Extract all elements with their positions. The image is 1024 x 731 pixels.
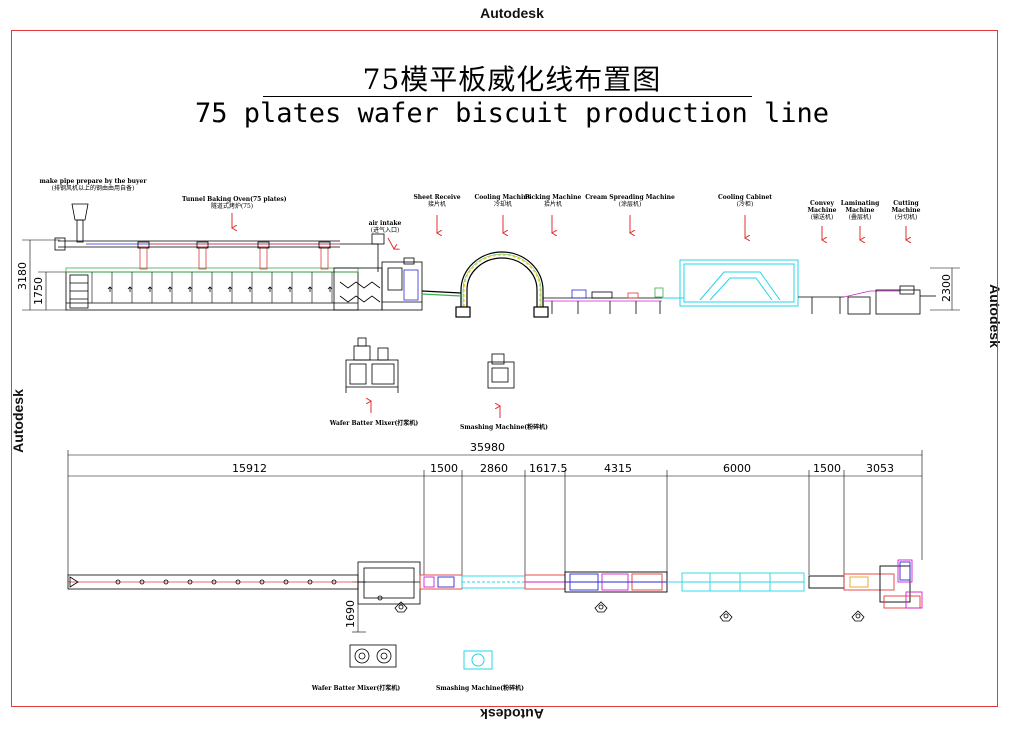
operator-symbols — [394, 601, 865, 622]
label-smashing-bottom: Smashing Machine(粉碎机) — [436, 685, 524, 692]
dim-total-length: 35980 — [470, 441, 505, 454]
label-tunnel-oven-en: Tunnel Baking Oven(75 plates) — [182, 196, 287, 203]
cream-plan — [524, 571, 668, 593]
label-cooling-machine-cn: 冷却机 — [493, 201, 512, 208]
oven-plan — [67, 561, 421, 605]
label-air-intake-en: air intake — [368, 220, 402, 227]
oven-head — [333, 257, 423, 311]
exhaust-pipe — [54, 203, 385, 272]
label-laminating-machine: Laminating Machine (叠层机) — [838, 200, 882, 221]
smashing-machine-plan — [463, 650, 493, 670]
label-make-pipe-cn: (排钢风机以上的钢由由用自备) — [51, 185, 135, 192]
label-sheet-receive-cn: 接片机 — [427, 201, 446, 208]
dim-segment-3: 2860 — [480, 462, 508, 475]
cooling-machine-arch — [421, 251, 549, 318]
label-convey-cn: (输送机) — [810, 214, 834, 221]
label-tunnel-oven: Tunnel Baking Oven(75 plates) 隧道式烤炉(75) — [182, 196, 287, 210]
elevation-dimensions — [22, 239, 960, 311]
label-batter-mixer-top: Wafer Batter Mixer(打浆机) — [329, 420, 419, 427]
dim-segment-2: 1500 — [430, 462, 458, 475]
label-cooling-machine-en: Cooling Machine — [474, 194, 532, 201]
dim-height-right: 2300 — [940, 274, 953, 302]
label-air-intake-cn: (进气入口) — [370, 227, 400, 234]
cooling-plan — [419, 574, 526, 590]
label-convey-en-2: Machine — [807, 207, 837, 214]
label-cutting-en-1: Cutting — [893, 200, 919, 207]
smashing-machine-elevation — [487, 353, 515, 389]
label-cream-spreading-cn: (涂层机) — [618, 201, 642, 208]
watermark-top: Autodesk — [480, 5, 544, 21]
elevation-view — [22, 203, 960, 418]
dim-segment-1: 15912 — [232, 462, 267, 475]
dim-plan-depth: 1690 — [344, 600, 357, 628]
dim-height-total: 3180 — [16, 262, 29, 290]
label-cream-spreading: Cream Spreading Machine (涂层机) — [584, 194, 676, 208]
dim-segment-5: 4315 — [604, 462, 632, 475]
label-air-intake: air intake (进气入口) — [360, 220, 410, 234]
label-batter-mixer-bottom: Wafer Batter Mixer(打浆机) — [311, 685, 401, 692]
label-sheet-receive-en: Sheet Receive — [413, 194, 461, 201]
label-cutting-machine: Cutting Machine (分切机) — [886, 200, 926, 221]
cooling-cabinet-plan — [667, 572, 805, 592]
label-make-pipe: make pipe prepare by the buyer (排钢风机以上的钢… — [38, 178, 148, 192]
label-sheet-receive: Sheet Receive 接片机 — [408, 194, 466, 208]
title-english: 75 plates wafer biscuit production line — [195, 98, 829, 129]
label-convey-en-1: Convey — [810, 200, 834, 207]
plan-view — [67, 450, 923, 670]
label-laminating-en-2: Machine — [845, 207, 875, 214]
label-cutting-en-2: Machine — [891, 207, 921, 214]
cooling-cabinet — [662, 259, 799, 307]
dim-segment-7: 1500 — [813, 462, 841, 475]
label-tunnel-oven-cn: 隧道式烤炉(75) — [210, 203, 254, 210]
title-chinese: 75模平板威化线布置图 — [362, 63, 662, 96]
batter-mixer-plan — [349, 644, 397, 668]
plan-dimensions — [67, 450, 923, 633]
label-cutting-cn: (分切机) — [894, 214, 918, 221]
convey-laminate-cut — [798, 285, 936, 315]
label-picking-machine-en: Picking Machine — [524, 194, 582, 201]
label-arrows — [232, 213, 906, 418]
label-laminating-cn: (叠层机) — [848, 214, 872, 221]
label-picking-machine: Picking Machine 拾片机 — [522, 194, 584, 208]
label-cooling-cabinet: Cooling Cabinet (冷柜) — [714, 194, 776, 208]
label-laminating-en-1: Laminating — [840, 200, 880, 207]
cutting-plan — [808, 559, 923, 609]
tunnel-oven — [65, 267, 359, 311]
dim-segment-4: 1617.5 — [529, 462, 568, 475]
dim-segment-8: 3053 — [866, 462, 894, 475]
label-make-pipe-en: make pipe prepare by the buyer — [39, 178, 147, 185]
label-cream-spreading-en: Cream Spreading Machine — [585, 194, 675, 201]
label-cooling-cabinet-cn: (冷柜) — [736, 201, 754, 208]
picking-cream-line — [543, 287, 664, 314]
label-picking-machine-cn: 拾片机 — [543, 201, 562, 208]
batter-mixer-elevation — [345, 337, 399, 393]
label-convey-machine: Convey Machine (输送机) — [802, 200, 842, 221]
drawing-frame — [11, 30, 998, 707]
label-cooling-cabinet-en: Cooling Cabinet — [717, 194, 773, 201]
title-underline — [263, 96, 752, 97]
dim-height-oven: 1750 — [32, 277, 45, 305]
dim-segment-6: 6000 — [723, 462, 751, 475]
label-smashing-top: Smashing Machine(粉碎机) — [460, 424, 548, 431]
label-cooling-machine: Cooling Machine 冷却机 — [468, 194, 538, 208]
